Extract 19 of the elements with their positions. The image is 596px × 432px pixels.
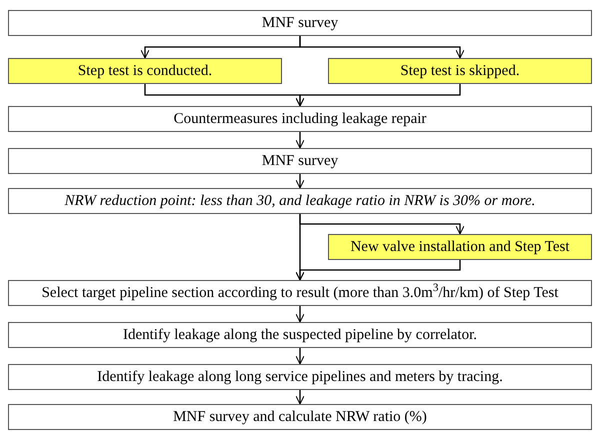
- arrow: [296, 306, 304, 322]
- process-box: Countermeasures including leakage repair: [8, 106, 592, 132]
- arrow: [299, 36, 464, 58]
- process-box: Identify leakage along long service pipelines and meters by tracing.: [8, 364, 592, 390]
- process-box: MNF survey and calculate NRW ratio (%): [8, 404, 592, 430]
- arrow: [296, 132, 304, 148]
- process-box: Select target pipeline section according to result (more than 3.0m$^{3}$/hr/km) of Step Test: [8, 280, 592, 306]
- process-box: Identify leakage along the suspected pipeline by correlator.: [8, 322, 592, 348]
- arrow: [296, 348, 304, 364]
- process-box: MNF survey: [8, 10, 592, 36]
- highlighted-box: New valve installation and Step Test: [328, 234, 592, 260]
- condition-box: NRW reduction point: less than 30, and leakage ratio in NRW is 30% or more.: [8, 188, 592, 214]
- highlighted-box: Step test is skipped.: [328, 58, 592, 84]
- process-box: MNF survey: [8, 148, 592, 174]
- arrow: [296, 390, 304, 404]
- arrow: [296, 260, 461, 280]
- arrow: [296, 84, 461, 106]
- arrow: [296, 174, 304, 188]
- highlighted-box: Step test is conducted.: [8, 58, 282, 84]
